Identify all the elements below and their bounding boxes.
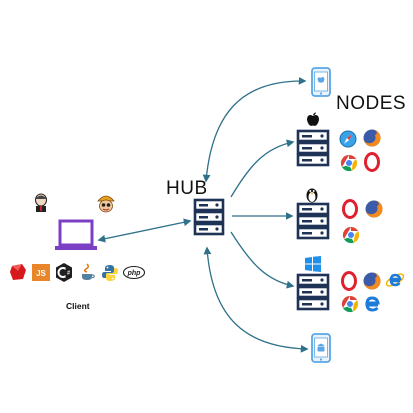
svg-text:JS: JS (36, 269, 46, 278)
arrow-hub-ios (202, 77, 307, 183)
firefox-icon (362, 271, 382, 291)
linux-icon (305, 186, 319, 203)
chrome-icon (340, 154, 358, 172)
ie-icon (385, 270, 405, 290)
chrome-icon (342, 226, 360, 244)
android-phone-icon (311, 333, 331, 363)
python-icon (101, 264, 119, 282)
java-icon (80, 263, 96, 282)
windows-icon (305, 256, 321, 272)
apple-server-icon (296, 129, 330, 169)
arrow-hub-windows (230, 231, 295, 289)
edge-icon (362, 294, 382, 314)
hub-server-icon (193, 198, 225, 238)
selenium-bot-icon (96, 193, 116, 215)
ios-phone-icon (311, 67, 331, 97)
ruby-icon (9, 263, 27, 281)
svg-text:php: php (127, 270, 142, 277)
windows-server-icon (296, 273, 330, 313)
linux-server-icon (296, 202, 330, 242)
laptop-icon (54, 218, 98, 254)
client-label: Client (66, 301, 90, 311)
firefox-icon (364, 199, 384, 219)
jenkins-icon (33, 193, 49, 213)
arrow-hub-android (203, 246, 309, 353)
apple-icon (306, 112, 320, 128)
chrome-icon (341, 295, 359, 313)
arrow-client-hub (97, 218, 192, 243)
php-icon: php (123, 266, 145, 279)
firefox-icon (362, 128, 382, 148)
csharp-icon: # (55, 263, 73, 282)
javascript-icon: JS (32, 264, 50, 281)
opera-icon (341, 271, 357, 291)
svg-text:#: # (67, 271, 70, 277)
arrow-hub-apple (230, 139, 295, 198)
hub-label: HUB (166, 178, 208, 199)
safari-icon (339, 130, 357, 148)
opera-icon (364, 152, 380, 172)
opera-icon (342, 199, 358, 219)
nodes-label: NODES (336, 93, 407, 114)
